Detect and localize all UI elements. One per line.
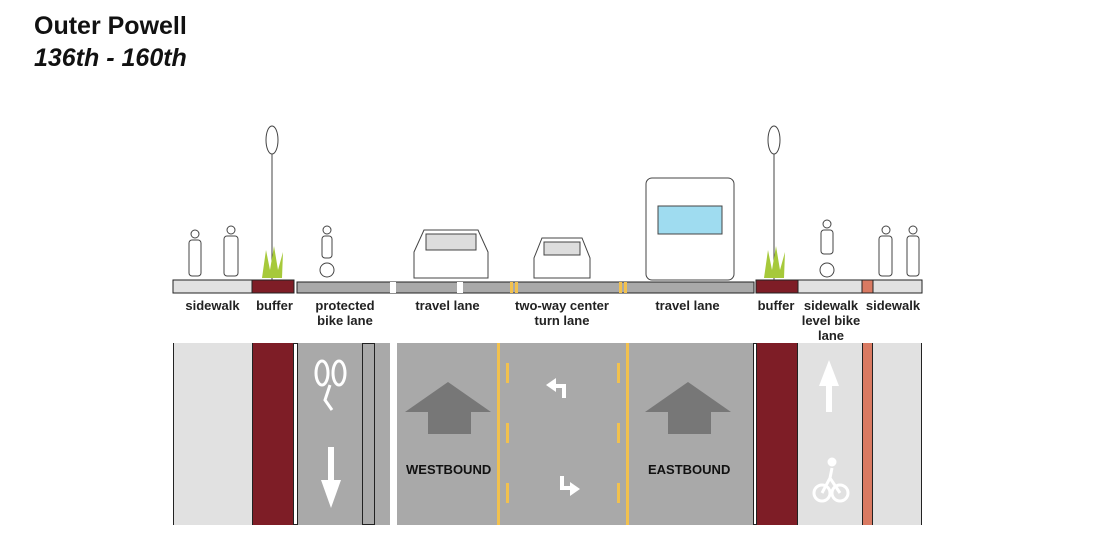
lane-line-white — [390, 343, 397, 525]
bike-symbol-icon — [314, 359, 347, 411]
planting-right — [764, 246, 785, 278]
bus-eastbound — [645, 177, 735, 281]
plan-sidewalk-right — [873, 343, 921, 525]
dashed-yellow-right — [617, 343, 620, 525]
label-buffer-right: buffer — [757, 298, 795, 313]
plan-buffer-left — [252, 343, 294, 525]
westbound-label: WESTBOUND — [406, 462, 492, 477]
car-westbound — [413, 229, 489, 279]
ground-strip — [172, 279, 923, 294]
cross-section — [172, 125, 923, 294]
label-sidewalk-right: sidewalk — [865, 298, 921, 313]
yellow-line-right — [626, 343, 629, 525]
eastbound-label: EASTBOUND — [648, 462, 731, 477]
arrow-up-east-icon — [645, 382, 731, 434]
right-turn-arrow-icon — [560, 476, 580, 496]
page-subtitle: 136th - 160th — [34, 44, 187, 72]
bike-lane-symbol-icon — [812, 457, 850, 503]
left-turn-arrow-icon — [546, 378, 566, 398]
pedestrians-right — [878, 225, 920, 277]
bike-lane-separator — [362, 343, 375, 525]
arrow-up-bike-lane-icon — [819, 360, 839, 412]
label-travel-lane-west: travel lane — [415, 298, 480, 313]
yellow-line-left — [497, 343, 500, 525]
arrow-up-west-icon — [405, 382, 491, 434]
label-travel-lane-east: travel lane — [655, 298, 720, 313]
plan-sidewalk-left — [174, 343, 252, 525]
car-center — [533, 237, 591, 279]
cyclist-right — [819, 219, 835, 278]
label-sidewalk-level-bike-lane: sidewalk level bike lane — [801, 298, 861, 343]
arrow-down-icon — [321, 447, 341, 508]
pedestrians-left — [188, 225, 239, 277]
plan-buffer-right — [756, 343, 798, 525]
plan-salmon-strip — [862, 343, 873, 525]
dashed-yellow-left — [506, 343, 509, 525]
label-protected-bike-lane: protected bike lane — [315, 298, 375, 328]
label-sidewalk-left: sidewalk — [185, 298, 240, 313]
label-center-turn-lane: two-way center turn lane — [515, 298, 609, 328]
label-buffer-left: buffer — [256, 298, 293, 313]
planting-left — [262, 246, 283, 278]
page-title: Outer Powell — [34, 12, 187, 40]
cyclist-left — [319, 225, 335, 278]
